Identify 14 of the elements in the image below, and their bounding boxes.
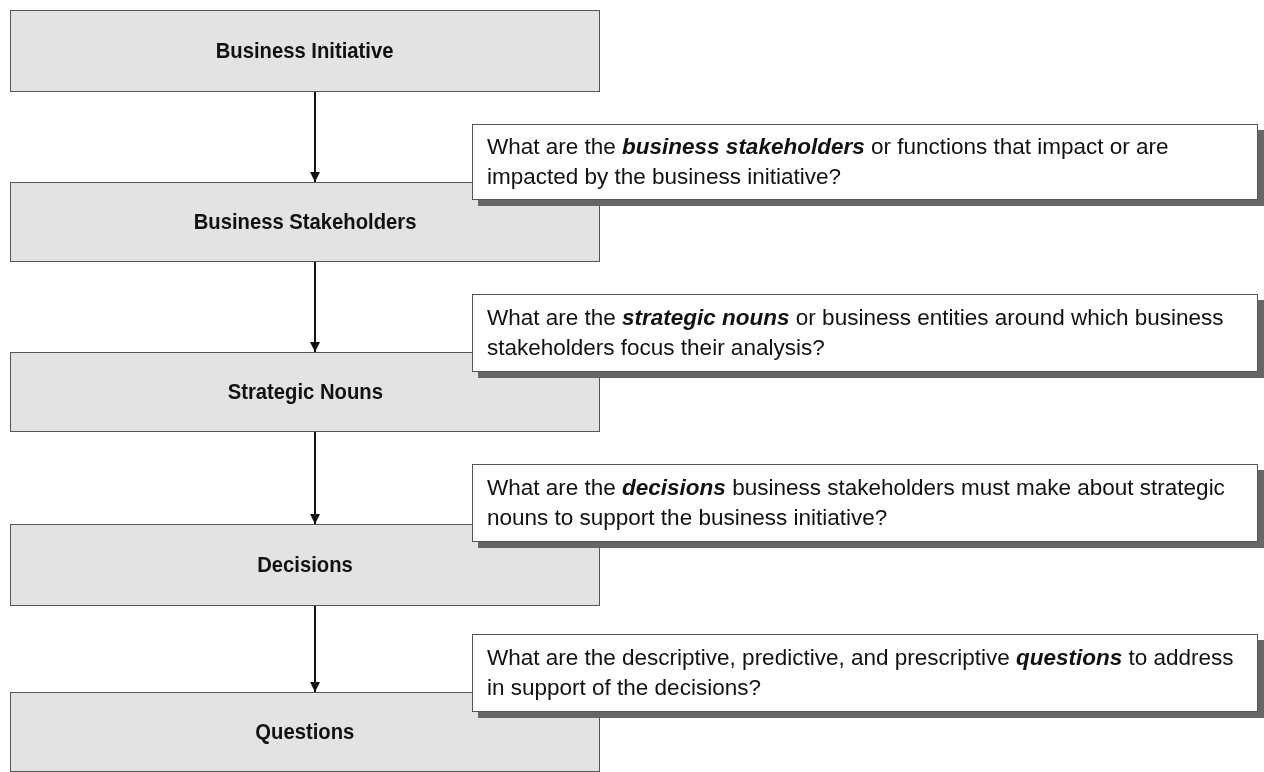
box-label: Business Initiative	[216, 38, 394, 64]
arrow	[310, 261, 320, 353]
arrow	[310, 431, 320, 525]
box-label: Decisions	[257, 552, 353, 578]
process-box	[10, 10, 600, 92]
arrow	[310, 91, 320, 183]
box-label: Business Stakeholders	[193, 209, 417, 235]
box-label: Questions	[255, 719, 355, 745]
arrow	[310, 605, 320, 693]
box-label: Strategic Nouns	[227, 379, 383, 405]
question-text: What are the decisions business stakeholders must make about strategic nouns to support the business initiative?	[487, 474, 1226, 532]
question-text: What are the descriptive, predictive, and prescriptive questions to address in support of the decisions?	[487, 644, 1235, 702]
question-text: What are the business stakeholders or functions that impact or are impacted by the business initiative?	[487, 133, 1170, 191]
question-text: What are the strategic nouns or business entities around which business stakeholders focus their analysis?	[487, 304, 1225, 362]
